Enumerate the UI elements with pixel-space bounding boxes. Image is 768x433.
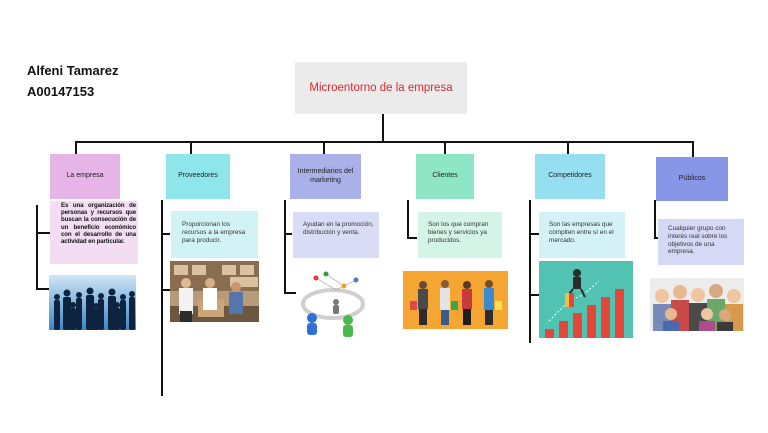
network-people-image <box>296 268 370 342</box>
branch-clientes-vertical <box>407 200 409 238</box>
description-intermediarios: Ayudan en la promoción, distribución y v… <box>293 212 379 258</box>
branch-empresa-h2 <box>36 288 50 290</box>
category-label: Clientes <box>432 172 458 180</box>
group-people-image <box>650 278 744 331</box>
root-connector <box>382 114 384 142</box>
description-publicos: Cualquier grupo con interés real sobre l… <box>658 219 744 265</box>
drop-intermediarios <box>323 141 325 155</box>
category-label: La empresa <box>66 172 104 180</box>
branch-competidores-h2 <box>529 294 539 296</box>
root-node[interactable]: Microentorno de la empresa <box>295 62 467 114</box>
category-publicos[interactable]: Públicos <box>656 157 728 201</box>
category-competidores[interactable]: Competidores <box>535 154 605 199</box>
branch-proveedores-h2 <box>161 289 170 291</box>
root-label: Microentorno de la empresa <box>309 82 453 94</box>
branch-competidores-vertical <box>529 200 531 343</box>
business-crowd-image <box>49 275 136 330</box>
category-intermediarios[interactable]: Intermediarios del marketing <box>290 154 361 199</box>
category-label: Públicos <box>678 174 706 182</box>
drop-proveedores <box>190 141 192 155</box>
category-label: Intermediarios del marketing <box>297 168 354 184</box>
shoppers-image <box>403 271 508 329</box>
branch-competidores-h1 <box>529 233 539 235</box>
description-competidores: Son las empresas que compiten entre sí e… <box>539 212 625 258</box>
drop-empresa <box>75 141 77 155</box>
category-la-empresa[interactable]: La empresa <box>50 154 120 199</box>
branch-proveedores-vertical <box>161 200 163 396</box>
drop-clientes <box>444 141 446 155</box>
branch-publicos-vertical <box>654 200 656 238</box>
drop-competidores <box>567 141 569 155</box>
description-la-empresa: Es una organización de personas y recurs… <box>50 201 138 264</box>
horizontal-connector <box>75 141 694 143</box>
category-label: Proveedores <box>178 172 218 180</box>
branch-clientes-h1 <box>407 237 417 239</box>
warehouse-workers-image <box>170 261 259 322</box>
branch-proveedores-h1 <box>161 233 170 235</box>
category-proveedores[interactable]: Proveedores <box>166 154 230 199</box>
author-id: A00147153 <box>27 84 95 99</box>
category-label: Competidores <box>548 172 592 180</box>
branch-intermediarios-h2 <box>284 292 296 294</box>
branch-empresa-h1 <box>36 232 50 234</box>
branch-empresa-vertical <box>36 205 38 290</box>
branch-publicos-h1 <box>654 237 658 239</box>
branch-intermediarios-h1 <box>284 233 292 235</box>
branch-intermediarios-vertical <box>284 200 286 293</box>
category-clientes[interactable]: Clientes <box>416 154 474 199</box>
growth-chart-image <box>539 261 633 338</box>
description-proveedores: Proporcionan los recursos a la empresa p… <box>171 211 258 258</box>
description-clientes: Son los que compran bienes y servicios y… <box>418 212 502 258</box>
author-name: Alfeni Tamarez <box>27 63 119 78</box>
drop-publicos <box>692 141 694 157</box>
